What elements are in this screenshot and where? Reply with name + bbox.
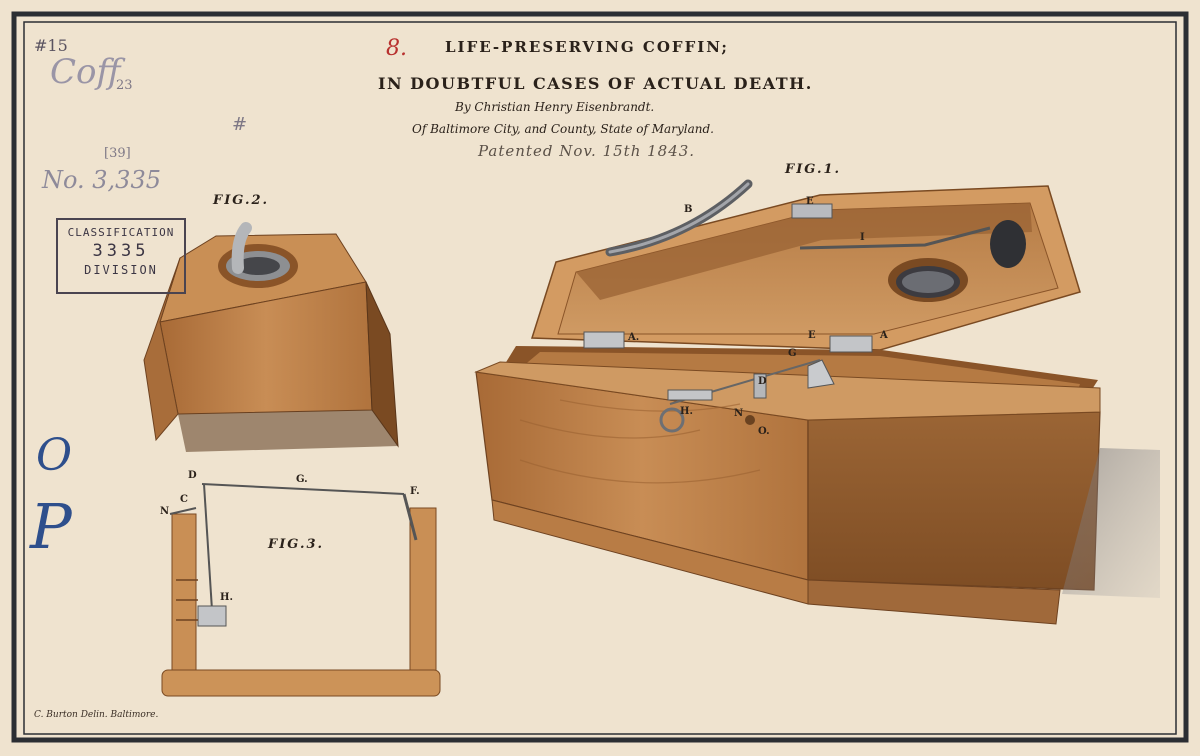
plate-g [667,389,713,401]
stamp-line-2: 3335 [92,241,150,261]
fig1-label-e2: E [808,330,816,341]
title-line-2: IN DOUBTFUL CASES OF ACTUAL DEATH. [378,74,813,93]
classification-stamp: CLASSIFICATION 3335 DIVISION [56,218,186,294]
fig1-label-a2: A [880,330,888,341]
annotation-hash: # [232,114,248,135]
fig1-label-b: B [684,204,693,215]
bell-f [807,359,835,389]
annotation-blue-o: O [36,430,73,481]
annotation-small-num: [39] [104,146,131,161]
draftsman-credit: C. Burton Delin. Baltimore. [34,710,159,720]
outer-border [11,11,1189,743]
inventor-line: By Christian Henry Eisenbrandt. [455,100,655,114]
coffin-right-side [807,411,1101,591]
section-cord [201,483,405,495]
fig1-label-a1: A. [628,332,640,343]
lid-inner-wall [576,203,1032,300]
annotation-box-num: 23 [116,78,133,93]
fig1-label-h: H. [680,406,693,417]
hinge-a-right [829,335,873,353]
fig3-caption: FIG.3. [268,537,325,552]
section-floor [161,669,441,697]
section-left-wall [171,513,197,675]
fig2-caption: FIG.2. [213,193,270,208]
fig3-section [161,483,441,697]
title-line-1: LIFE-PRESERVING COFFIN; [445,38,729,56]
fig3-label-f: F. [410,486,420,497]
hinge-a-left [583,331,625,349]
head-shadow [178,410,398,452]
fig1-label-e1: E [806,196,814,207]
cast-shadow [1062,448,1160,598]
speaking-disk [990,220,1026,268]
stamp-line-3: DIVISION [84,263,158,277]
stamp-line-1: CLASSIFICATION [67,226,175,239]
annotation-red-mark: 8. [386,36,407,61]
fig3-label-g: G. [296,474,308,485]
annotation-handwritten-number: No. 3,335 [42,166,161,194]
fig1-coffin [474,179,1160,625]
ring-h [659,407,685,433]
coffin-rim [474,361,1101,421]
tube-pipe [231,222,252,274]
section-weight-h [197,605,227,627]
fig3-label-n: N [160,506,170,517]
fig3-label-d: D [188,470,197,481]
annotation-top-left: #15 [34,36,68,55]
annotation-handwritten-title: Coff [50,52,121,92]
annotation-blue-p: P [30,490,72,563]
fig1-label-d: D [758,376,767,387]
fig1-label-g: G [788,348,797,359]
head-left [143,257,181,442]
fig3-label-h: H. [220,592,233,603]
fig3-label-c: C [180,494,188,505]
fig1-label-n: N [734,408,744,419]
location-line: Of Baltimore City, and County, State of … [412,122,714,136]
plate-d [753,373,767,399]
fig1-label-o: O. [758,426,770,437]
fig1-label-i: I [860,232,865,243]
patent-date: Patented Nov. 15th 1843. [478,142,696,160]
coffin-base-right [807,579,1061,625]
hinge-e-top [791,203,833,219]
fig1-caption: FIG.1. [785,162,842,177]
knob-n [745,415,755,425]
inner-border [23,21,1177,735]
fig2-head-end [143,222,399,452]
